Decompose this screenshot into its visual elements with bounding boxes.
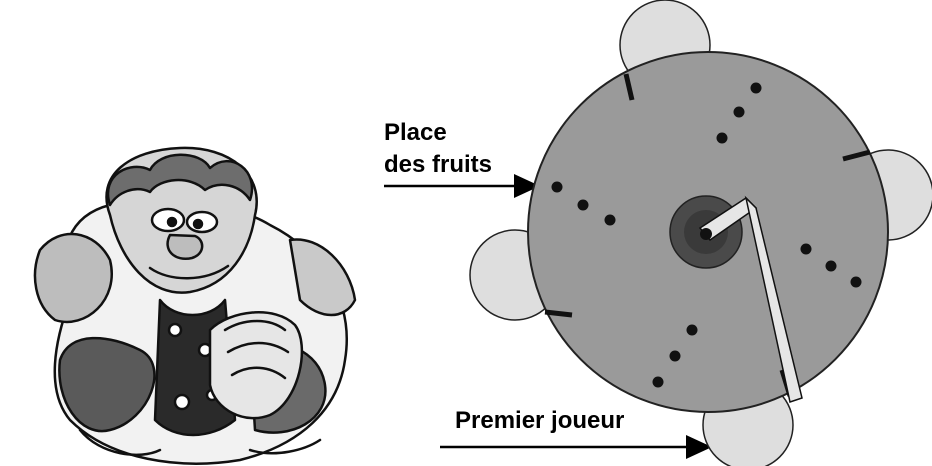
- fruit-spot: [578, 200, 589, 211]
- fruit-spot: [801, 244, 812, 255]
- first-player-label: Premier joueur: [455, 407, 624, 434]
- fruit-spot: [717, 133, 728, 144]
- fruit-spot: [751, 83, 762, 94]
- fruit-spot: [605, 215, 616, 226]
- fruit-spot: [734, 107, 745, 118]
- fruit-spot: [851, 277, 862, 288]
- fruit-spot: [687, 325, 698, 336]
- troll-illustration: [35, 148, 355, 464]
- game-board: [470, 0, 932, 466]
- fruit-spot: [670, 351, 681, 362]
- fruit-spot: [653, 377, 664, 388]
- fruit-spot: [552, 182, 563, 193]
- fruit-place-label-line2: des fruits: [384, 151, 492, 178]
- fruit-place-label-line1: Place: [384, 119, 447, 146]
- fruit-spot: [826, 261, 837, 272]
- arrow-right-icon: [440, 435, 712, 459]
